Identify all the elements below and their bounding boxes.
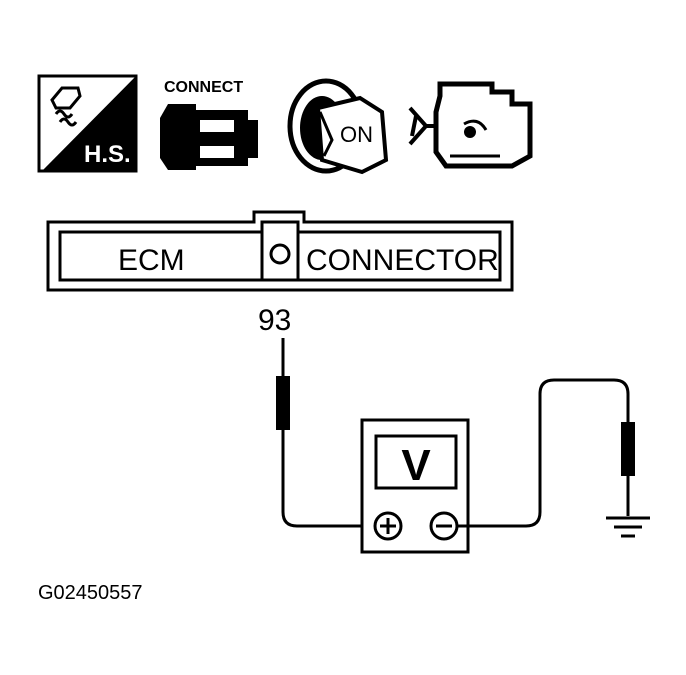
positive-probe [276,338,290,430]
ignition-key-icon: ON [287,78,389,175]
voltmeter-display [374,434,458,490]
connect-label: CONNECT [164,79,243,96]
negative-lead [457,378,630,528]
figure-id: G02450557 [38,582,143,604]
connector-left-label: ECM [118,244,185,277]
connector-pin [269,243,291,265]
hs-icon: H.S. [37,74,138,173]
connector-right-label: CONNECTOR [306,244,499,277]
negative-probe [621,422,635,516]
ground-icon [606,516,650,538]
voltmeter-label: V [401,441,431,490]
ecm-connector: ECM CONNECTOR [46,210,514,292]
terminal-number: 93 [258,304,291,337]
hs-label: H.S. [84,141,131,168]
ignition-label: ON [340,122,373,147]
engine-icon [408,81,533,169]
positive-lead [281,430,372,528]
connect-icon: CONNECT [160,79,258,170]
voltmeter: V [360,418,470,554]
